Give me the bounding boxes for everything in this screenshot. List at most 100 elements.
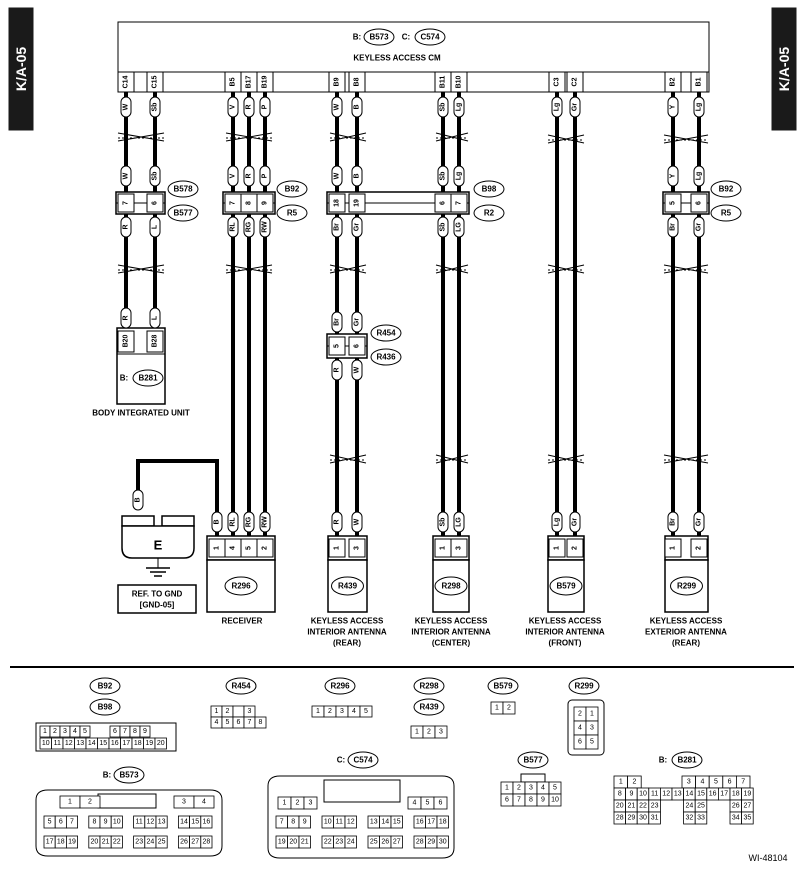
junction-pin-cell (328, 336, 346, 356)
cm-pin-label: B11 (440, 76, 447, 89)
wire-color-tag-text: RW (262, 516, 269, 528)
wire-color-tag (120, 216, 132, 238)
component-pin-label: 2 (572, 546, 579, 550)
connector-pin-number: 26 (732, 803, 740, 810)
connector-pin-cell (433, 796, 448, 810)
junction-pin-label: 6 (354, 344, 361, 348)
junction-pin-cell (146, 193, 164, 213)
connector-pin-number: 5 (426, 800, 430, 807)
wire-color-tag (149, 307, 161, 329)
ground-ref-line1: REF. TO GND (132, 590, 183, 599)
wire-color-tag (351, 165, 363, 187)
connview-b573-key (97, 793, 157, 809)
connector-pin-number: 7 (280, 819, 284, 826)
page-tag-right (771, 7, 797, 131)
wire-color-tag (667, 511, 679, 533)
connector-pin-cell (66, 815, 79, 829)
g4-connector-bottom-text: R5 (721, 209, 732, 218)
connector-pin-number: 3 (309, 800, 313, 807)
connector-pin-number: 15 (191, 819, 199, 826)
wire-color-tag-text: R (334, 519, 341, 524)
connview-r439-oval-text: R439 (419, 703, 439, 712)
connector-pin-number: 14 (381, 819, 389, 826)
g2-connector-top-text: B92 (285, 185, 300, 194)
connector-pin-number: 7 (123, 728, 127, 735)
r454-connector-top-text: R454 (376, 329, 396, 338)
connector-pin-number: 25 (370, 839, 378, 846)
wire-color-tag-text: Br (334, 318, 341, 326)
wire-color-tag-top-text: Lg (554, 103, 561, 112)
junction-pin-label: 7 (123, 201, 130, 205)
wire-color-tag-text: Gr (354, 223, 361, 231)
connector-pin-number: 5 (364, 708, 368, 715)
g1-connector-top-text: B578 (173, 185, 193, 194)
connector-pin-number: 19 (68, 839, 76, 846)
harness-break-mark (225, 132, 273, 142)
connector-pin-number: 1 (283, 800, 287, 807)
connector-pin-cell (502, 701, 516, 715)
connector-pin-number: 2 (328, 708, 332, 715)
wire-color-tag (453, 216, 465, 238)
connview-r298-oval-text: R298 (419, 682, 439, 691)
wire-color-tag-text: Gr (696, 223, 703, 231)
connector-pin-number: 9 (303, 819, 307, 826)
wire-color-tag (437, 165, 449, 187)
connector-pin-number: 15 (697, 791, 705, 798)
wire-color-tag (667, 216, 679, 238)
component-pin-label: 1 (554, 546, 561, 550)
wire-color-tag (667, 165, 679, 187)
wire-color-tag-text: B (354, 173, 361, 178)
connector-pin-number: 9 (629, 791, 633, 798)
junction-pin-cell (348, 336, 366, 356)
connview-b92-oval (89, 677, 121, 695)
connector-pin-number: 4 (578, 725, 582, 732)
cm-pin-label: C3 (554, 77, 561, 86)
connector-pin-number: 27 (191, 839, 199, 846)
cm-pin-label: B17 (246, 75, 253, 88)
connector-pin-cell (298, 815, 311, 829)
wire-color-tag (331, 216, 343, 238)
wire-color-tag (453, 165, 465, 187)
connector-pin-number: 17 (427, 819, 435, 826)
cm-pin-label: B2 (670, 77, 677, 86)
connector-pin-number: 5 (226, 719, 230, 726)
connector-pin-number: 8 (291, 819, 295, 826)
connector-pin-number: 10 (551, 797, 559, 804)
cm-pin-label: B19 (262, 75, 269, 88)
wire-color-tag-text: B (135, 497, 142, 502)
wire-color-tag (351, 311, 363, 333)
wire-color-tag-text: Gr (354, 318, 361, 326)
cm-pin-label: B5 (230, 77, 237, 86)
wire-color-tag-text: Br (670, 518, 677, 526)
connector-pin-number: 4 (413, 800, 417, 807)
connector-pin-number: 18 (439, 819, 447, 826)
cm-c-connector-oval-text: C574 (420, 33, 440, 42)
connector-pin-number: 6 (113, 728, 117, 735)
connector-pin-number: 12 (347, 819, 355, 826)
connview-r439-oval (413, 698, 445, 716)
connector-pin-number: 8 (133, 728, 137, 735)
wire-color-tag-text: Gr (572, 518, 579, 526)
junction-pin-cell (690, 193, 708, 213)
component-pin-label: 3 (354, 546, 361, 550)
wire-color-tag-text: Lg (554, 518, 561, 527)
component-pin-cell (328, 538, 346, 558)
wire-color-tag (331, 311, 343, 333)
ant_ext-label: KEYLESS ACCESS (650, 617, 723, 626)
g2-connector-bottom-text: R5 (287, 209, 298, 218)
ant_center-connector-oval-text: R298 (441, 582, 461, 591)
connector-pin-number: 1 (43, 728, 47, 735)
connector-pin-number: 14 (180, 819, 188, 826)
connector-pin-number: 5 (83, 728, 87, 735)
